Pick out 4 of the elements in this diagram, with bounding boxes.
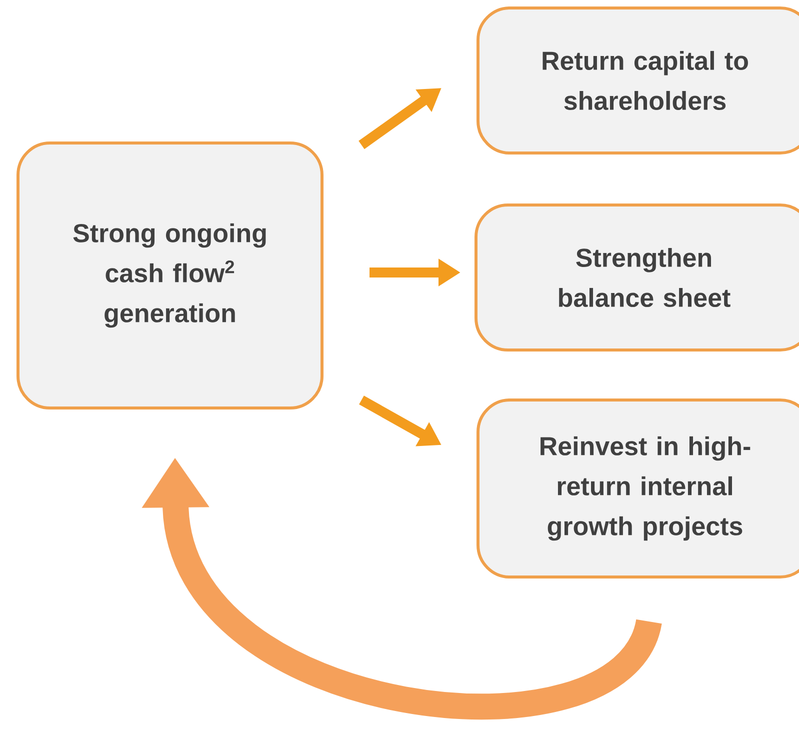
process-box: Strong ongoing cash flow$^{2}$ generation bbox=[16, 142, 324, 410]
process-box: Strengthen balance sheet bbox=[474, 204, 799, 352]
process-box: Return capital to shareholders bbox=[476, 6, 799, 154]
process-box: Reinvest in high-return internal growth projects bbox=[476, 398, 799, 578]
